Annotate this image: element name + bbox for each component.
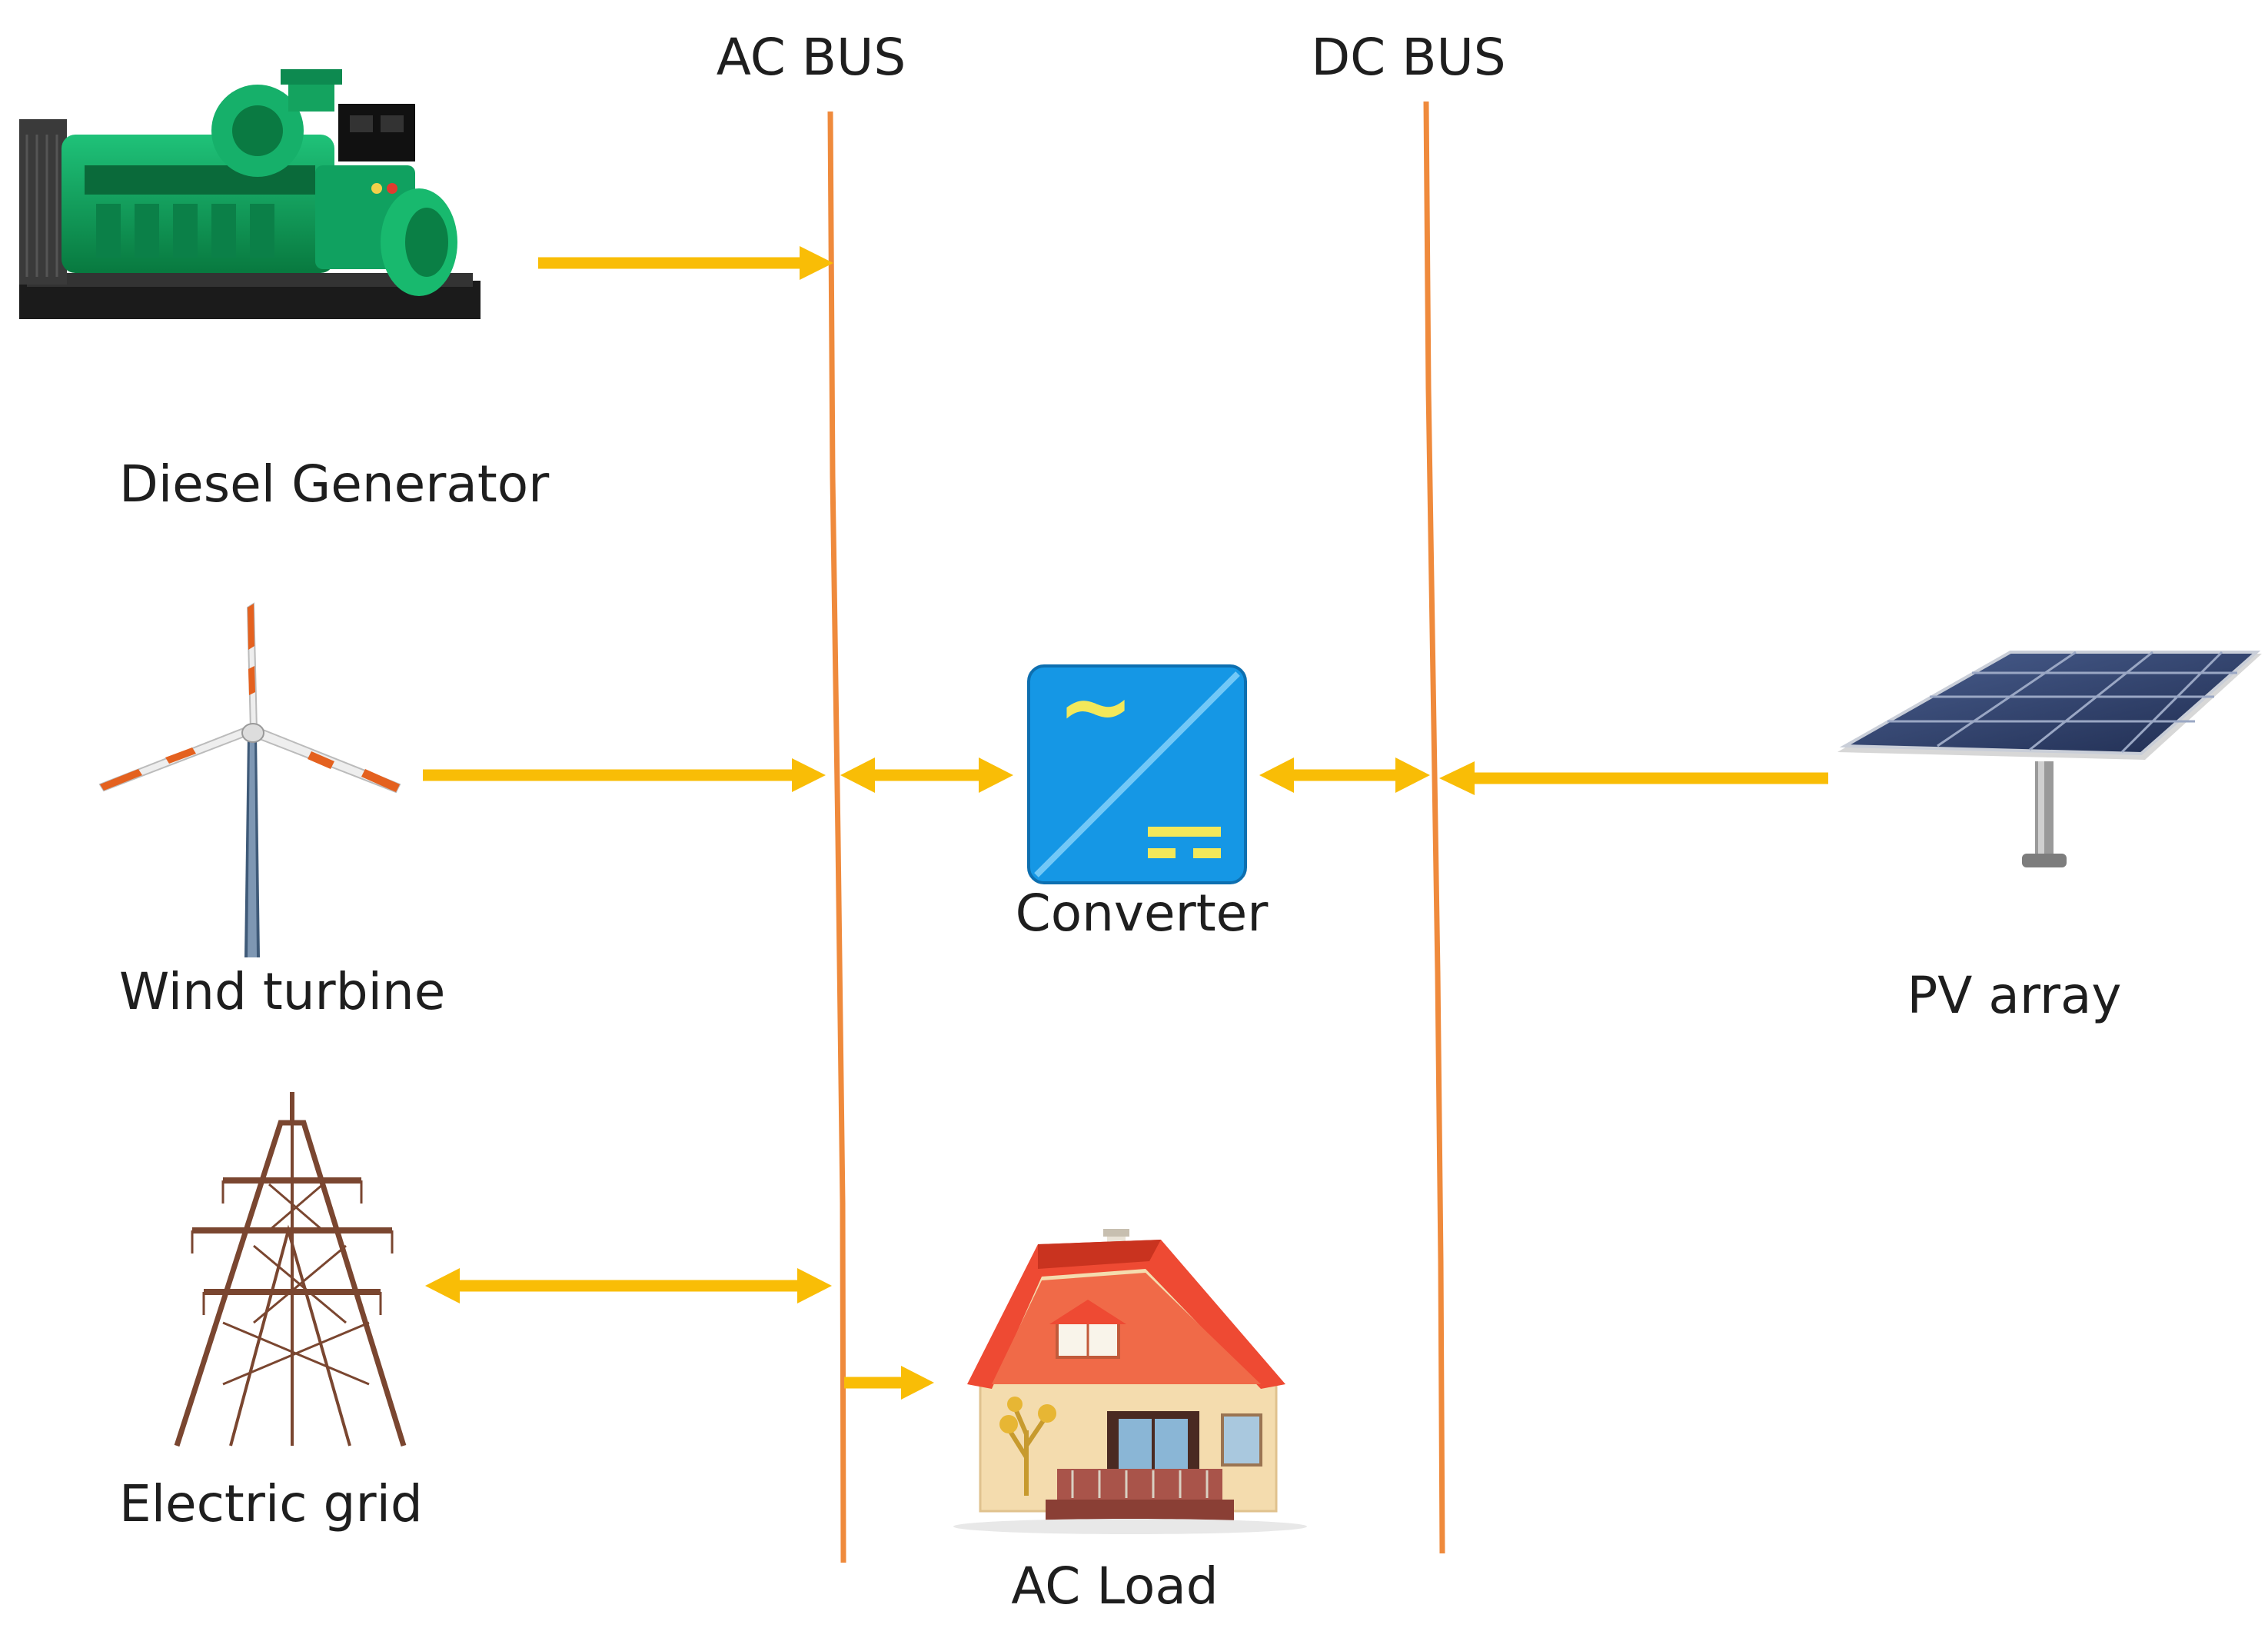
ac-bus-line — [827, 111, 846, 1563]
diesel-generator-image — [19, 69, 481, 319]
dc-bus-line — [1423, 101, 1445, 1554]
converter-label: Converter — [1016, 884, 1269, 943]
pv-array-image — [1837, 651, 2262, 867]
ac-bus-label: AC BUS — [717, 28, 906, 87]
arrow-ac-bus-to-load — [844, 1366, 934, 1400]
arrow-grid-ac-bus — [425, 1268, 832, 1303]
ac-load-house-image — [953, 1229, 1307, 1534]
electric-grid-label: Electric grid — [119, 1474, 423, 1533]
electric-grid-image — [174, 1092, 407, 1447]
diesel-generator-label: Diesel Generator — [119, 454, 550, 514]
converter-ac-symbol: ~ — [1057, 654, 1135, 761]
arrow-ac-bus-converter — [840, 757, 1013, 793]
arrow-diesel-to-ac-bus — [538, 246, 833, 280]
wind-turbine-label: Wind turbine — [119, 962, 445, 1021]
converter-dc-symbol — [1148, 827, 1221, 858]
arrow-wind-to-ac-bus — [423, 758, 826, 792]
pv-array-label: PV array — [1907, 966, 2122, 1025]
wind-turbine-image — [98, 602, 401, 957]
arrow-converter-dc-bus — [1259, 757, 1430, 793]
ac-load-label: AC Load — [1011, 1556, 1218, 1616]
dc-bus-label: DC BUS — [1311, 28, 1505, 87]
arrow-pv-to-dc-bus — [1439, 761, 1828, 795]
